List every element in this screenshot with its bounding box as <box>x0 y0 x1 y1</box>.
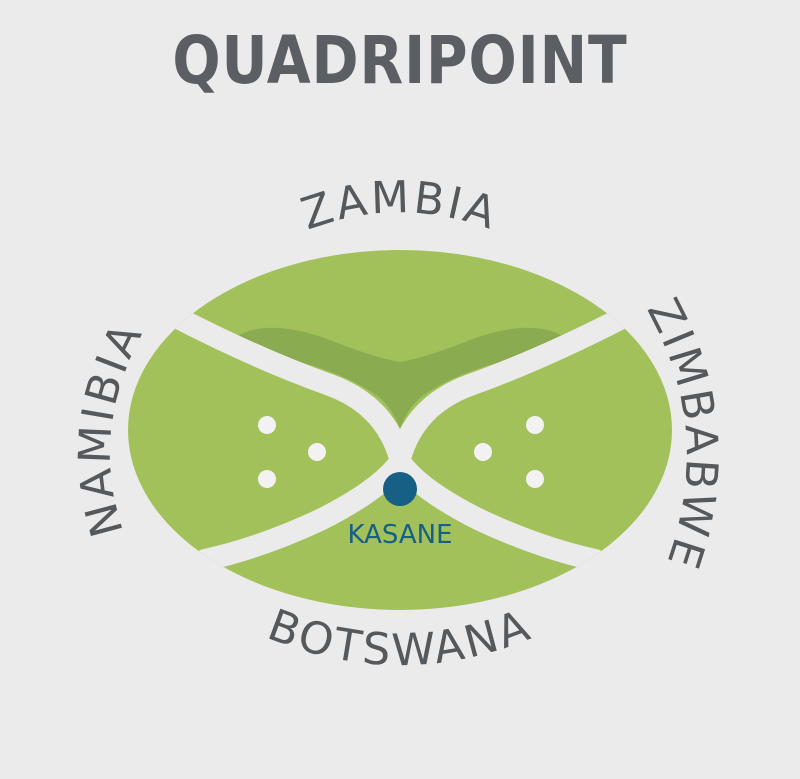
namibia-dots <box>258 416 326 488</box>
kasane-label: KASANE <box>347 520 452 550</box>
dot <box>308 443 326 461</box>
dot <box>258 416 276 434</box>
dot <box>258 470 276 488</box>
botswana-label-path: BOTSWANA <box>261 600 535 677</box>
dot <box>526 416 544 434</box>
border-zambia-zimbabwe <box>389 307 633 469</box>
dot <box>526 470 544 488</box>
border-zimbabwe-botswana <box>389 451 606 571</box>
border-namibia-botswana <box>194 451 411 571</box>
zambia-shade-region <box>222 327 578 430</box>
botswana-label: BOTSWANA <box>261 600 538 677</box>
zambia-label: ZAMBIA <box>295 172 505 240</box>
border-zambia-namibia <box>167 307 411 469</box>
zambia-label-path: ZAMBIA <box>295 172 502 240</box>
border-lines <box>167 307 633 571</box>
dot <box>474 443 492 461</box>
zimbabwe-dots <box>474 416 544 488</box>
kasane-marker <box>383 472 417 506</box>
page-title: QUADRIPOINT <box>172 22 628 99</box>
